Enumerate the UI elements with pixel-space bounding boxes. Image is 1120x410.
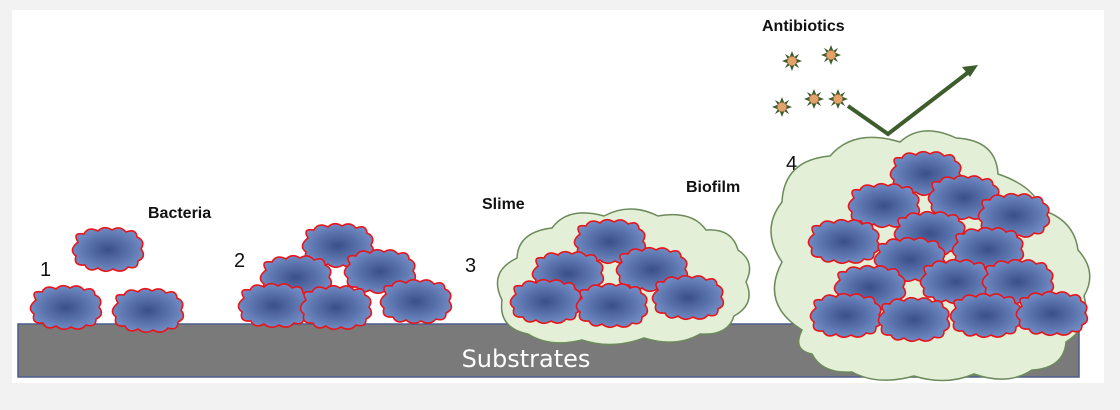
stage-2-bacteria (237, 222, 453, 331)
substrates-label: Substrates (462, 345, 591, 373)
antibiotic-particles (771, 44, 849, 118)
bacterium-icon (111, 287, 185, 334)
biofilm-formation-diagram: Substrates 1 Bacteria 2 3 Slime Biofilm … (12, 10, 1104, 383)
biofilm-label: Biofilm (686, 179, 740, 196)
antibiotic-icon (781, 50, 803, 72)
bacterium-icon (651, 274, 725, 321)
bacterium-icon (71, 226, 145, 273)
bacterium-icon (575, 282, 649, 329)
bacterium-icon (299, 284, 373, 331)
bacterium-icon (949, 292, 1023, 339)
antibiotic-icon (803, 88, 825, 110)
arrow-icon (846, 65, 978, 137)
bacterium-icon (509, 278, 583, 325)
slime-label: Slime (482, 196, 525, 213)
stage-number-3: 3 (465, 255, 476, 277)
antibiotic-icon (771, 96, 793, 118)
bacterium-icon (807, 218, 881, 265)
bacteria-label: Bacteria (148, 205, 211, 222)
antibiotics-label: Antibiotics (762, 18, 845, 35)
bacterium-icon (1015, 290, 1089, 337)
stage-number-2: 2 (234, 250, 245, 272)
antibiotic-icon (820, 44, 842, 66)
bacterium-icon (29, 284, 103, 331)
bacterium-icon (877, 296, 951, 343)
antibiotic-icon (827, 88, 849, 110)
stage-number-1: 1 (40, 259, 51, 281)
stage-number-4: 4 (786, 153, 797, 175)
bacterium-icon (809, 292, 883, 339)
bacterium-icon (237, 282, 311, 329)
bacterium-icon (379, 278, 453, 325)
stage-1-bacteria (29, 226, 185, 334)
